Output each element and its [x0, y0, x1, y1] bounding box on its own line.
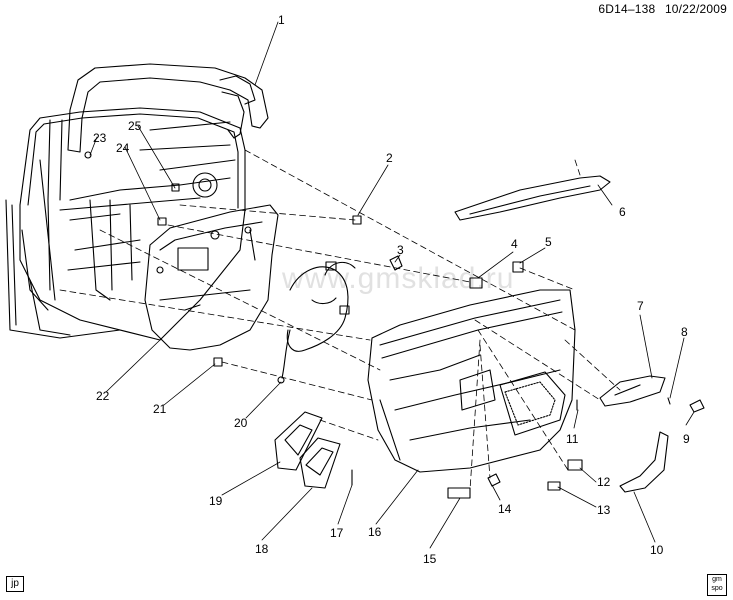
callout-13: 13	[597, 503, 611, 517]
callout-7: 7	[637, 299, 644, 313]
callout-labels: 1 2 3 4 5 6 7 8 9 10 11 12 13 14 15 16 1…	[93, 13, 690, 566]
diagram-ref-code: 6D14–138	[598, 2, 656, 16]
leader-lines	[89, 21, 695, 549]
callout-19: 19	[209, 494, 223, 508]
callout-10: 10	[650, 543, 664, 557]
callout-24: 24	[116, 141, 130, 155]
callout-16: 16	[368, 525, 382, 539]
door-frame	[5, 107, 256, 341]
callout-8: 8	[681, 325, 688, 339]
callout-17: 17	[330, 526, 344, 540]
corner-code-gm-spo: gm spo	[707, 574, 727, 596]
callout-18: 18	[255, 542, 269, 556]
callout-9: 9	[683, 432, 690, 446]
diagram-date: 10/22/2009	[664, 2, 727, 16]
callout-22: 22	[96, 389, 110, 403]
callout-11: 11	[566, 432, 579, 446]
part-6-upper-trim	[454, 175, 611, 221]
callout-23: 23	[93, 131, 107, 145]
callout-6: 6	[619, 205, 626, 219]
callout-1: 1	[278, 13, 285, 27]
callout-25: 25	[128, 119, 142, 133]
callout-2: 2	[386, 151, 393, 165]
part-1-window-frame-molding	[67, 63, 269, 153]
diagram-reference-header: 6D14–138 10/22/2009	[598, 2, 727, 16]
callout-4: 4	[511, 237, 518, 251]
part-7-handle-bezel	[599, 375, 666, 407]
part-16-door-trim-panel	[367, 289, 576, 473]
corner-code-jp: jp	[6, 576, 24, 592]
callout-5: 5	[545, 235, 552, 249]
callout-15: 15	[423, 552, 437, 566]
part-18-window-switch	[299, 437, 341, 489]
callout-14: 14	[498, 502, 512, 516]
part-20-wiring-harness	[277, 261, 356, 384]
callout-3: 3	[397, 243, 404, 257]
fastener-parts	[84, 151, 705, 499]
assembly-lines	[59, 149, 621, 491]
part-22-water-deflector	[144, 204, 279, 351]
part-10-armrest-trim	[619, 431, 669, 493]
callout-21: 21	[153, 402, 167, 416]
callout-20: 20	[234, 416, 248, 430]
callout-12: 12	[597, 475, 611, 489]
